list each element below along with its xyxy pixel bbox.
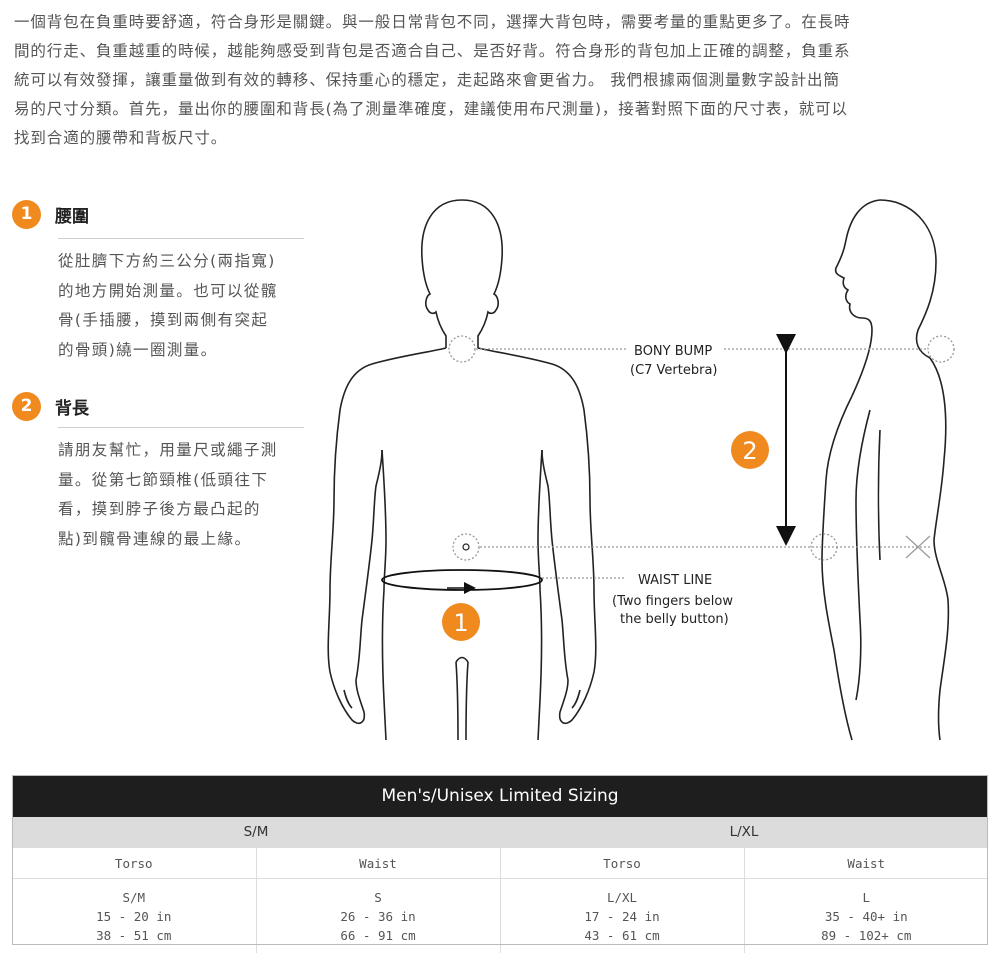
sizing-table: Men's/Unisex Limited Sizing S/M L/XL Tor… [12, 775, 988, 953]
size-name: S [374, 890, 382, 905]
hip-cross-icon [905, 535, 931, 559]
waist-number-text: 1 [453, 609, 468, 637]
waist-line-label: WAIST LINE [638, 573, 712, 588]
table-cell: S 26 - 36 in 66 - 91 cm [256, 878, 501, 953]
intro-line: 一個背包在負重時要舒適，符合身形是關鍵。與一般日常背包不同，選擇大背包時，需要考… [14, 13, 851, 31]
table-cell: S/M 15 - 20 in 38 - 51 cm [12, 878, 257, 953]
step-line: 請朋友幫忙，用量尺或繩子測 [58, 441, 278, 459]
belly-marker-front [452, 533, 480, 561]
step-line: 點)到髖骨連線的最上緣。 [58, 529, 252, 548]
step-torso-description: 請朋友幫忙，用量尺或繩子測 量。從第七節頸椎(低頭往下 看，摸到脖子後方最凸起的… [58, 436, 308, 554]
intro-paragraph: 一個背包在負重時要舒適，符合身形是關鍵。與一般日常背包不同，選擇大背包時，需要考… [14, 8, 989, 153]
size-group-header: L/XL [500, 817, 988, 848]
waist-line-sublabel: (Two fingers below [612, 594, 733, 609]
waist-ellipse [381, 569, 543, 591]
column-header: Waist [256, 847, 501, 879]
waist-arrow-head [464, 582, 476, 594]
side-body-figure [821, 199, 950, 741]
step-line: 看，摸到脖子後方最凸起的 [58, 500, 261, 518]
step-waist-description: 從肚臍下方約三公分(兩指寬) 的地方開始測量。也可以從髖 骨(手插腰，摸到兩側有… [58, 247, 308, 365]
torso-number-marker [731, 431, 769, 469]
step-line: 的骨頭)繞一圈測量。 [58, 340, 218, 359]
column-header: Torso [500, 847, 745, 879]
table-cell: L/XL 17 - 24 in 43 - 61 cm [500, 878, 745, 953]
belly-button-icon [462, 543, 470, 551]
size-name: L [862, 890, 871, 905]
step-number-badge: 2 [12, 392, 41, 421]
step-line: 從肚臍下方約三公分(兩指寬) [58, 252, 276, 270]
step-line: 骨(手插腰，摸到兩側有突起 [58, 311, 269, 329]
c7-marker-side [927, 335, 955, 363]
divider [58, 238, 304, 239]
step-waist-header: 1 腰圍 [12, 200, 89, 229]
divider [58, 427, 304, 428]
size-cm: 89 - 102+ cm [821, 928, 912, 943]
size-group-header: S/M [12, 817, 500, 848]
step-title: 腰圍 [55, 207, 89, 227]
size-inches: 26 - 36 in [340, 909, 416, 924]
column-header: Waist [744, 847, 988, 879]
size-inches: 15 - 20 in [96, 909, 172, 924]
bony-bump-sublabel: (C7 Vertebra) [630, 363, 718, 378]
intro-line: 易的尺寸分類。首先，量出你的腰圍和背長(為了測量準確度，建議使用布尺測量)，接著… [14, 100, 848, 118]
size-cm: 66 - 91 cm [340, 928, 416, 943]
measurement-markers: 2 1 [381, 334, 955, 641]
waist-number-marker [442, 603, 480, 641]
intro-line: 統可以有效發揮，讓重量做到有效的轉移、保持重心的穩定，走起路來會更省力。 我們根… [14, 71, 840, 89]
table-cell: L 35 - 40+ in 89 - 102+ cm [744, 878, 988, 953]
step-line: 量。從第七節頸椎(低頭往下 [58, 470, 269, 489]
size-name: L/XL [606, 890, 638, 905]
body-measurement-diagram: 2 1 BONY BUMP (C7 Vertebra) WAIST LINE (… [327, 199, 955, 741]
front-body-figure [327, 199, 597, 741]
step-torso-header: 2 背長 [12, 392, 89, 421]
waist-line-sublabel: the belly button) [620, 612, 729, 627]
step-number-badge: 1 [12, 200, 41, 229]
size-cm: 43 - 61 cm [584, 928, 660, 943]
bony-bump-label: BONY BUMP [634, 344, 712, 359]
intro-line: 找到合適的腰帶和背板尺寸。 [14, 129, 228, 147]
intro-line: 間的行走、負重越重的時候，越能夠感受到背包是否適合自己、是否好背。符合身形的背包… [14, 42, 851, 60]
step-line: 的地方開始測量。也可以從髖 [58, 281, 278, 300]
size-inches: 35 - 40+ in [824, 909, 908, 924]
step-title: 背長 [55, 399, 89, 419]
sizing-table-title: Men's/Unisex Limited Sizing [12, 775, 988, 817]
c7-marker-front [448, 335, 476, 363]
torso-number-text: 2 [742, 437, 757, 465]
column-header: Torso [12, 847, 257, 879]
size-name: S/M [122, 890, 146, 905]
size-cm: 38 - 51 cm [96, 928, 172, 943]
size-inches: 17 - 24 in [584, 909, 660, 924]
